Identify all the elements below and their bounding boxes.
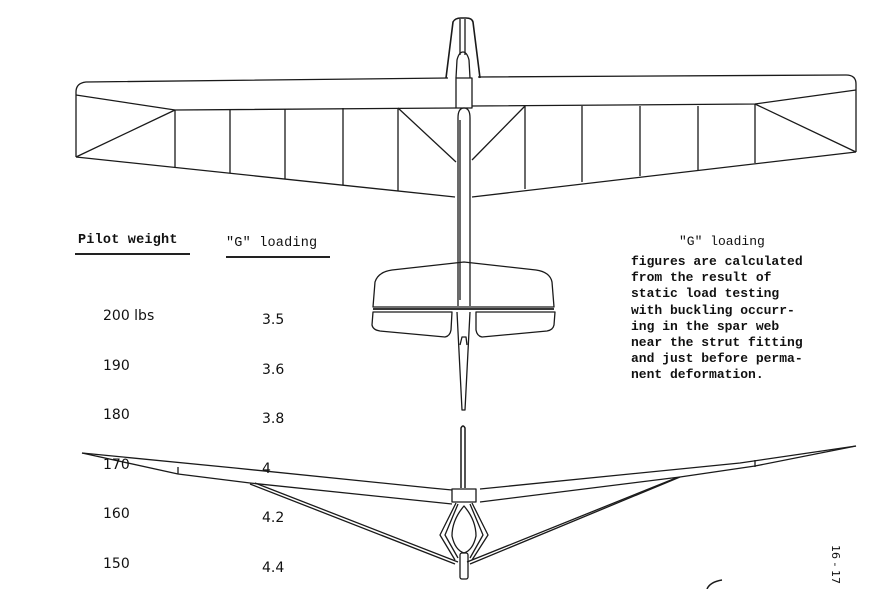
pilot-weight-column: 200 lbs 190 180 170 160 150	[103, 275, 154, 589]
note-line: ing in the spar web	[631, 318, 780, 334]
g-loading-value: 4.4	[262, 559, 285, 576]
note-line: near the strut fitting	[631, 335, 803, 351]
note-line: from the result of	[631, 270, 772, 286]
front-view	[81, 425, 857, 580]
pilot-weight-value: 160	[103, 506, 130, 522]
g-loading-value: 3.8	[262, 411, 285, 427]
pilot-weight-value: 190	[103, 357, 130, 374]
note-line: with buckling occurr-	[631, 302, 795, 318]
note-line: nent deformation.	[631, 367, 764, 383]
g-loading-value: 4	[262, 460, 271, 477]
pilot-weight-value: 180	[103, 407, 130, 423]
g-loading-underline	[226, 256, 330, 258]
note-title: "G" loading	[679, 234, 765, 249]
note-line: static load testing	[631, 286, 780, 302]
g-loading-column: 3.5 3.6 3.8 4 4.2 4.4	[262, 279, 284, 593]
g-loading-header: "G" loading	[226, 236, 318, 251]
pilot-weight-underline	[75, 253, 190, 255]
note-line: figures are calculated	[631, 254, 803, 269]
note-line: and just before perma-	[631, 351, 803, 367]
note-paragraph: figures are calculated from the result o…	[631, 254, 803, 384]
g-loading-value: 4.2	[262, 510, 285, 526]
page-number: 16 - 17	[829, 545, 842, 584]
pilot-weight-value: 170	[103, 456, 130, 473]
top-view-planform	[75, 17, 857, 411]
g-loading-value: 3.6	[262, 361, 285, 378]
fragment-mark	[706, 579, 723, 589]
pilot-weight-value: 200 lbs	[103, 308, 155, 324]
pilot-weight-header: Pilot weight	[78, 233, 178, 248]
pilot-weight-value: 150	[103, 555, 130, 572]
g-loading-value: 3.5	[262, 312, 285, 328]
